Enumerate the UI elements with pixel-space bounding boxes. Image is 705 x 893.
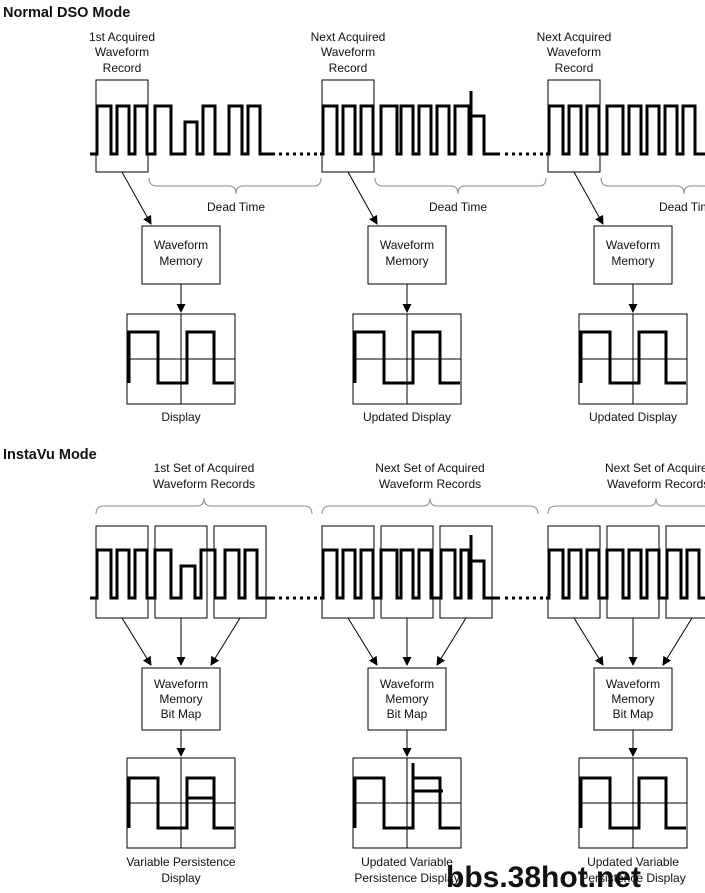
svg-text:1st Acquired: 1st Acquired: [89, 30, 155, 44]
svg-text:Waveform: Waveform: [380, 677, 434, 691]
dead-time-label-3: Dead Time: [659, 200, 705, 214]
svg-text:Next Acquired: Next Acquired: [537, 30, 612, 44]
svg-text:Memory: Memory: [159, 692, 202, 706]
record-window-3: [547, 79, 601, 173]
normal-waveform-1: [90, 104, 275, 156]
set-label-3: Next Set of Acquired Waveform Records: [605, 461, 705, 491]
record-label-1: 1st Acquired Waveform Record: [89, 30, 155, 75]
svg-text:Record: Record: [103, 61, 142, 75]
instavu-waveform-2: [320, 535, 500, 600]
set-label-1: 1st Set of Acquired Waveform Records: [153, 461, 255, 491]
instavu-record-windows-2: [321, 525, 493, 619]
dead-time-label-2: Dead Time: [429, 200, 487, 214]
normal-mode-heading: Normal DSO Mode: [3, 5, 130, 21]
svg-text:Persistence Display: Persistence Display: [580, 871, 685, 885]
dead-time-brace-1: [148, 177, 322, 195]
dead-time-label-1: Dead Time: [207, 200, 265, 214]
persistence-display-1: [126, 757, 236, 849]
svg-text:Waveform: Waveform: [154, 677, 208, 691]
instavu-waveform-1: [90, 548, 275, 600]
record-label-2: Next Acquired Waveform Record: [311, 30, 386, 75]
svg-text:Waveform: Waveform: [154, 238, 208, 252]
svg-text:Waveform: Waveform: [380, 238, 434, 252]
svg-text:Waveform: Waveform: [547, 45, 601, 59]
svg-text:Next Set of Acquired: Next Set of Acquired: [375, 461, 484, 475]
set-brace-3: [547, 497, 705, 515]
svg-text:Bit Map: Bit Map: [161, 707, 202, 721]
arrow-record-to-memory-3: [573, 171, 604, 225]
record-window-2: [321, 79, 375, 173]
persistence-display-label-2: Updated Variable Persistence Display: [354, 855, 459, 885]
persistence-display-3: [578, 757, 688, 849]
svg-text:Next Acquired: Next Acquired: [311, 30, 386, 44]
record-window-1: [95, 79, 149, 173]
persistence-display-2: [352, 757, 462, 849]
arrow-record-to-memory-2: [347, 171, 378, 225]
svg-text:Memory: Memory: [611, 692, 654, 706]
dead-time-brace-2: [374, 177, 547, 195]
instavu-waveform-3: [546, 548, 705, 600]
display-label-1: Display: [161, 410, 200, 424]
svg-text:1st Set of Acquired: 1st Set of Acquired: [154, 461, 255, 475]
arrow-record-to-memory-1: [121, 171, 152, 225]
instavu-arrows-to-memory-1: [121, 617, 241, 666]
dead-time-brace-3: [600, 177, 705, 195]
watermark: bbs.38hot.net: [446, 861, 641, 893]
display-screen-3: [578, 313, 688, 405]
svg-text:Persistence Display: Persistence Display: [354, 871, 459, 885]
normal-waveform-3: [546, 104, 705, 156]
set-brace-2: [321, 497, 539, 515]
display-screen-2: [352, 313, 462, 405]
svg-text:Updated Variable: Updated Variable: [361, 855, 453, 869]
display-label-3: Updated Display: [589, 410, 677, 424]
svg-text:Waveform Records: Waveform Records: [153, 477, 255, 491]
set-brace-1: [95, 497, 313, 515]
svg-text:Waveform: Waveform: [606, 238, 660, 252]
instavu-arrows-to-memory-3: [573, 617, 693, 666]
normal-waveform-2: [320, 91, 500, 156]
svg-text:Memory: Memory: [385, 254, 428, 268]
svg-text:Waveform: Waveform: [321, 45, 375, 59]
bitmap-memory-box-3: Waveform Memory Bit Map: [593, 667, 673, 731]
instavu-arrows-to-memory-2: [347, 617, 467, 666]
svg-text:Updated Variable: Updated Variable: [587, 855, 679, 869]
waveform-memory-box-3: Waveform Memory: [593, 225, 673, 285]
svg-text:Memory: Memory: [385, 692, 428, 706]
svg-text:Waveform Records: Waveform Records: [607, 477, 705, 491]
svg-text:Waveform: Waveform: [95, 45, 149, 59]
bitmap-memory-box-2: Waveform Memory Bit Map: [367, 667, 447, 731]
svg-text:Bit Map: Bit Map: [387, 707, 428, 721]
set-label-2: Next Set of Acquired Waveform Records: [375, 461, 484, 491]
bitmap-memory-box-1: Waveform Memory Bit Map: [141, 667, 221, 731]
svg-text:Memory: Memory: [611, 254, 654, 268]
svg-text:Waveform: Waveform: [606, 677, 660, 691]
svg-text:Record: Record: [555, 61, 594, 75]
waveform-memory-box-1: Waveform Memory: [141, 225, 221, 285]
instavu-mode-heading: InstaVu Mode: [3, 447, 97, 463]
svg-text:Bit Map: Bit Map: [613, 707, 654, 721]
display-label-2: Updated Display: [363, 410, 451, 424]
svg-text:Waveform Records: Waveform Records: [379, 477, 481, 491]
display-screen-1: [126, 313, 236, 405]
svg-text:Variable Persistence: Variable Persistence: [126, 855, 235, 869]
persistence-display-label-3: Updated Variable Persistence Display: [580, 855, 685, 885]
svg-text:Record: Record: [329, 61, 368, 75]
svg-text:Memory: Memory: [159, 254, 202, 268]
persistence-display-label-1: Variable Persistence Display: [126, 855, 235, 885]
svg-text:Next Set of Acquired: Next Set of Acquired: [605, 461, 705, 475]
svg-text:Display: Display: [161, 871, 200, 885]
waveform-memory-box-2: Waveform Memory: [367, 225, 447, 285]
record-label-3: Next Acquired Waveform Record: [537, 30, 612, 75]
